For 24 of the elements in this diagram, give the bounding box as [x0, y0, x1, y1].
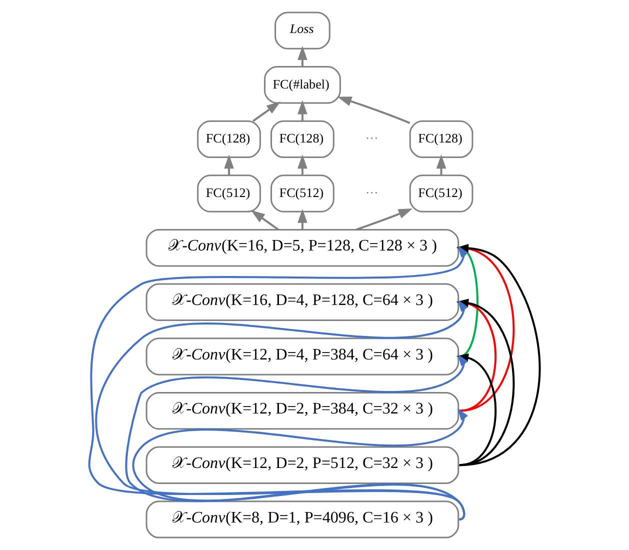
arrow	[337, 96, 410, 124]
node-box: FC(128)	[409, 120, 474, 158]
node-box: 𝒳-Conv(K=12, D=2, P=512, C=32 × 3 )	[146, 446, 460, 484]
node-box: FC(512)	[197, 174, 261, 212]
node-box: 𝒳-Conv(K=12, D=2, P=384, C=32 × 3 )	[146, 392, 460, 430]
node-box: 𝒳-Conv(K=16, D=4, P=128, C=64 × 3 )	[146, 283, 460, 322]
arrow	[298, 154, 308, 176]
arrow	[356, 208, 413, 231]
node-box: 𝒳-Conv(K=16, D=5, P=128, C=128 × 3 )	[146, 228, 460, 267]
arrow	[436, 154, 446, 176]
arrow	[132, 408, 468, 520]
arrow	[250, 210, 279, 231]
node-box: FC(128)	[270, 120, 334, 158]
node-box: FC(512)	[409, 174, 474, 212]
arrow	[252, 101, 281, 122]
node-box: Loss	[274, 12, 330, 50]
node-box: FC(#label)	[264, 66, 341, 104]
arrow	[224, 154, 234, 176]
node-box: 𝒳-Conv(K=12, D=4, P=384, C=64 × 3 )	[146, 338, 460, 376]
label: ···	[365, 184, 378, 200]
node-box: 𝒳-Conv(K=8, D=1, P=4096, C=16 × 3 )	[146, 500, 460, 538]
node-box: FC(128)	[197, 120, 261, 158]
label: ···	[365, 130, 378, 146]
node-box: FC(512)	[270, 174, 334, 212]
